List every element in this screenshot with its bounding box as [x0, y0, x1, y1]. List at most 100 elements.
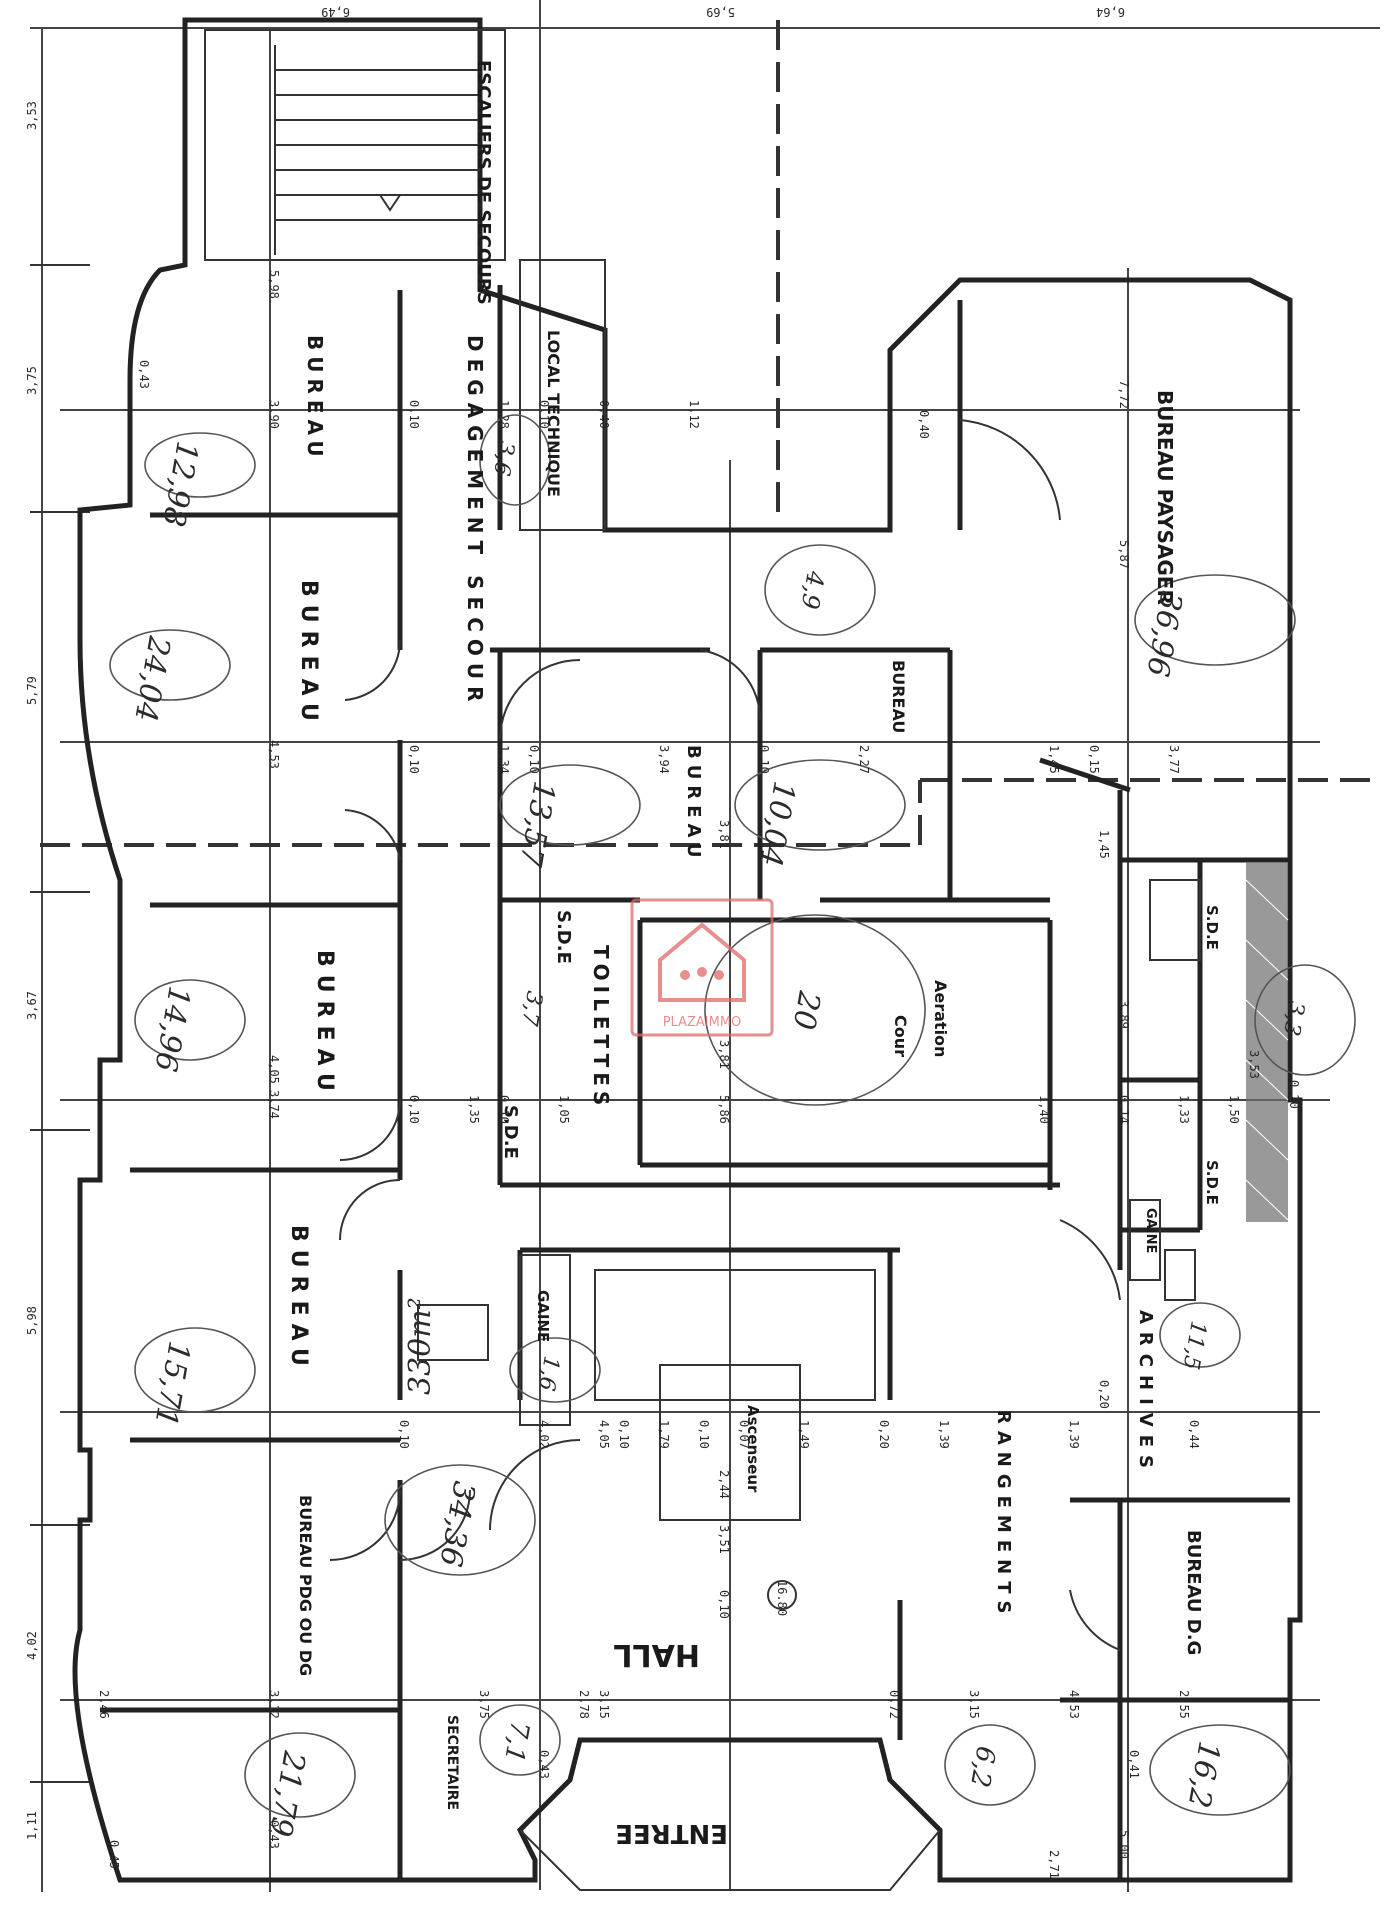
dimension-label: 1,79	[657, 1420, 671, 1449]
dimension-label: 1,34	[497, 745, 511, 774]
dimension-label: 4,02	[537, 1420, 551, 1449]
area-a17: 7,1	[498, 1719, 535, 1765]
top-dim-2: 5,69	[706, 5, 735, 19]
dimension-label: 0,43	[137, 360, 151, 389]
dimension-label: 0,10	[537, 400, 551, 429]
dimension-label: 1,28	[497, 400, 511, 429]
dimension-label: 3,51	[717, 1525, 731, 1554]
room-ascenseur: Ascenseur	[744, 1405, 762, 1493]
dimension-label: 1,33	[1177, 1095, 1191, 1124]
dimension-label: 0,15	[1087, 745, 1101, 774]
top-dim-1: 6,49	[321, 5, 350, 19]
room-secretaire: SECRETAIRE	[444, 1715, 460, 1810]
dimension-label: 1,12	[687, 400, 701, 429]
dimension-label: 3,75	[477, 1690, 491, 1719]
dimension-label: 0,45	[107, 1840, 121, 1869]
room-gaine-center: GAINE	[534, 1290, 552, 1342]
room-bureau-center: BUREAU	[683, 745, 704, 864]
area-a11: 3,3	[1278, 999, 1309, 1038]
room-sde-2: S.D.E	[500, 1105, 521, 1159]
area-a18: 6,2	[964, 1744, 1001, 1790]
room-bureau-pdg: BUREAU PDG OU DG	[296, 1495, 315, 1676]
left-dim-6: 4,02	[25, 1631, 39, 1660]
area-a10: 20	[785, 988, 826, 1033]
room-sde-4: S.D.E	[1203, 1160, 1221, 1205]
dimension-label: 3,81	[717, 820, 731, 849]
dimension-label: 1,50	[1227, 1095, 1241, 1124]
room-bureau-small: BUREAU	[889, 660, 908, 733]
dimension-label: 0,10	[407, 1095, 421, 1124]
hall-reference: 16.80	[775, 1580, 789, 1616]
dimension-label: 0,10	[717, 1590, 731, 1619]
left-dim-2: 3,75	[25, 366, 39, 395]
room-toilettes: TOILETTES	[589, 945, 613, 1110]
dimension-label: 0,10	[617, 1420, 631, 1449]
dimension-label: 0,20	[1287, 1080, 1301, 1109]
dimension-label: 3,94	[657, 745, 671, 774]
room-cour: Cour	[891, 1015, 910, 1057]
room-bureau-4: BUREAU	[286, 1225, 311, 1374]
dimension-label: 4,53	[1067, 1690, 1081, 1719]
dimension-label: 0,20	[877, 1420, 891, 1449]
dimension-label: 0,10	[697, 1420, 711, 1449]
dimension-label: 5,00	[1117, 1830, 1131, 1859]
dimension-label: 2,78	[577, 1690, 591, 1719]
dimension-label: 0,10	[497, 1095, 511, 1124]
dimension-label: 0,44	[1187, 1420, 1201, 1449]
dimension-label: 1,05	[557, 1095, 571, 1124]
dimension-label: 0,10	[527, 745, 541, 774]
room-bureau-1: BUREAU	[303, 335, 327, 463]
dimension-label: 5,98	[267, 270, 281, 299]
watermark-logo: PLAZAIMMO	[630, 898, 774, 1037]
dimension-label: 0,14	[1117, 1095, 1131, 1124]
left-dim-3: 5,79	[25, 676, 39, 705]
dimension-label: 0,41	[1127, 1750, 1141, 1779]
dimension-label: 4,05	[267, 1055, 281, 1084]
dimension-label: 1,45	[1097, 830, 1111, 859]
room-rangements: RANGEMENTS	[993, 1410, 1014, 1620]
dimension-label: 0,43	[267, 1820, 281, 1849]
dimension-label: 5,86	[717, 1095, 731, 1124]
room-entree: ENTREE	[615, 1818, 728, 1848]
dimension-label: 3,15	[597, 1690, 611, 1719]
dimension-label: 1,45	[1047, 745, 1061, 774]
top-dim-3: 6,64	[1096, 5, 1125, 19]
dimension-label: 3,81	[717, 1040, 731, 1069]
dimension-label: 1,39	[1067, 1420, 1081, 1449]
dimension-label: 0,10	[407, 745, 421, 774]
dimension-label: 3,90	[267, 400, 281, 429]
dimension-label: 0,40	[597, 400, 611, 429]
left-dim-5: 5,98	[25, 1306, 39, 1335]
dimension-label: 0,10	[757, 745, 771, 774]
room-escaliers: ESCALIERS DE SECOURS	[473, 60, 494, 305]
dimension-label: 1,40	[1037, 1095, 1051, 1124]
total-area: 330m²	[403, 1297, 438, 1395]
dimension-label: 2,46	[97, 1690, 111, 1719]
left-dim-4: 3,67	[25, 991, 39, 1020]
room-degagement: DEGAGEMENT SECOUR	[463, 335, 487, 709]
dimension-label: 0,43	[537, 1750, 551, 1779]
dimension-label: 1,35	[467, 1095, 481, 1124]
dimension-label: 2,71	[1047, 1850, 1061, 1879]
dimension-label: 0,07	[737, 1420, 751, 1449]
dimension-label: 5,87	[1117, 540, 1131, 569]
dimension-label: 0,10	[407, 400, 421, 429]
room-hall: HALL	[613, 1637, 700, 1672]
dimension-label: 1,39	[937, 1420, 951, 1449]
dimension-label: 4,05	[597, 1420, 611, 1449]
room-sde-1: S.D.E	[553, 910, 574, 964]
dimension-label: 2,55	[1177, 1690, 1191, 1719]
room-sde-3: S.D.E	[1203, 905, 1221, 950]
dimension-label: 3,77	[1167, 745, 1181, 774]
room-bureau-2: BUREAU	[296, 580, 321, 729]
dimension-label: 3,74	[267, 1090, 281, 1119]
left-dim-7: 1,11	[25, 1811, 39, 1840]
dimension-label: 0,10	[397, 1420, 411, 1449]
dimension-label: 1,49	[797, 1420, 811, 1449]
room-bureau-3: BUREAU	[312, 950, 337, 1099]
room-aeration: Aeration	[931, 980, 950, 1057]
area-a2: 3,6	[488, 439, 519, 478]
dimension-label: 0,40	[917, 410, 931, 439]
area-a9: 3,7	[516, 989, 547, 1028]
